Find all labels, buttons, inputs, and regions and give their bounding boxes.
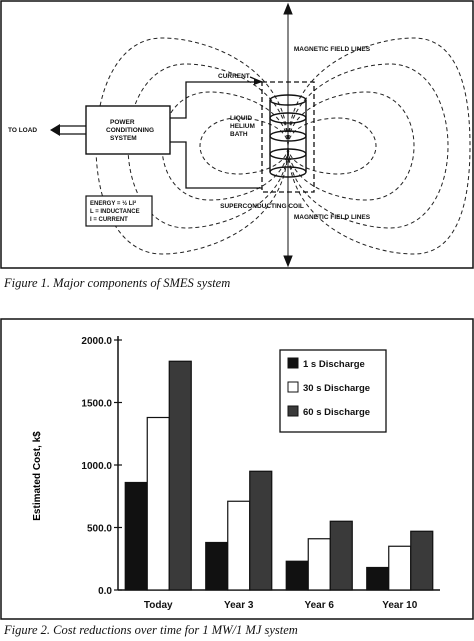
current-arrow-icon [254, 79, 262, 85]
superconducting-coil-graphic [269, 94, 307, 178]
pcs-label-line1: POWER [110, 119, 135, 126]
helium-dewar [261, 81, 315, 193]
x-tick-label: Year 10 [382, 600, 417, 611]
y-tick-label: 500.0 [87, 524, 112, 535]
magnetic-field-label-bottom: MAGNETIC FIELD LINES [294, 214, 371, 221]
coil-label: SUPERCONDUCTING COIL [220, 203, 304, 210]
figure2-frame [0, 318, 474, 620]
current-leads [170, 76, 263, 189]
bath-label-line1: LIQUID [230, 115, 252, 122]
bar-2 [227, 500, 251, 591]
to-load-arrow-icon [50, 124, 60, 136]
legend-swatch [287, 357, 299, 369]
bath-label-line3: BATH [230, 131, 248, 138]
bar-3 [410, 530, 434, 591]
y-tick-label: 1000.0 [81, 461, 112, 472]
bar-1 [285, 560, 309, 591]
smes-diagram: MAGNETIC FIELD LINES MAGNETIC FIELD LINE… [0, 0, 474, 269]
power-conditioning-box [85, 105, 171, 155]
pcs-label-line2: CONDITIONING [106, 127, 154, 134]
bar-1 [124, 481, 148, 591]
y-tick-label: 0.0 [98, 586, 112, 597]
legend-label: 30 s Discharge [303, 383, 370, 394]
cost-bar-chart: Today Year 3 Year 6 Year 10 0.0 500.0 1000.0 1… [0, 318, 474, 620]
bar-2 [388, 545, 412, 591]
load-lines [58, 125, 86, 135]
y-tick-label: 1500.0 [81, 399, 112, 410]
x-tick-labels: Today Year 3 Year 6 Year 10 [144, 600, 418, 611]
legend-inductance: L = INDUCTANCE [90, 209, 140, 215]
field-axis [283, 2, 293, 268]
legend-label: 60 s Discharge [303, 407, 370, 418]
figure2-caption: Figure 2. Cost reductions over time for … [4, 623, 298, 637]
bar-1 [366, 566, 390, 591]
chart-bars [124, 360, 434, 591]
y-tick-label: 2000.0 [81, 336, 112, 347]
bar-3 [329, 520, 353, 591]
legend-swatch [287, 405, 299, 417]
bath-label-line2: HELIUM [230, 123, 255, 130]
x-tick-label: Today [144, 600, 173, 611]
bar-2 [146, 416, 170, 591]
bar-3 [168, 360, 192, 591]
y-axis-title: Estimated Cost, k$ [32, 431, 43, 521]
y-tick-labels: 0.0 500.0 1000.0 1500.0 2000.0 [81, 336, 112, 597]
bar-1 [205, 541, 229, 591]
figure1-frame [0, 0, 474, 269]
energy-legend-box [85, 195, 153, 227]
pcs-label-line3: SYSTEM [110, 135, 137, 142]
bar-3 [249, 470, 273, 591]
current-label: CURRENT [218, 73, 250, 80]
legend-current: I = CURRENT [90, 217, 128, 223]
magnetic-field-label-top: MAGNETIC FIELD LINES [294, 46, 371, 53]
legend-energy: ENERGY = ½ LI² [90, 200, 136, 207]
x-tick-label: Year 3 [224, 600, 254, 611]
x-tick-label: Year 6 [305, 600, 335, 611]
figure1-caption: Figure 1. Major components of SMES syste… [4, 276, 231, 290]
legend-swatch [287, 381, 299, 393]
bar-2 [307, 538, 331, 591]
to-load-label: TO LOAD [8, 127, 37, 134]
legend-label: 1 s Discharge [303, 359, 365, 370]
chart-legend: 1 s Discharge 30 s Discharge 60 s Discharg… [279, 349, 387, 433]
